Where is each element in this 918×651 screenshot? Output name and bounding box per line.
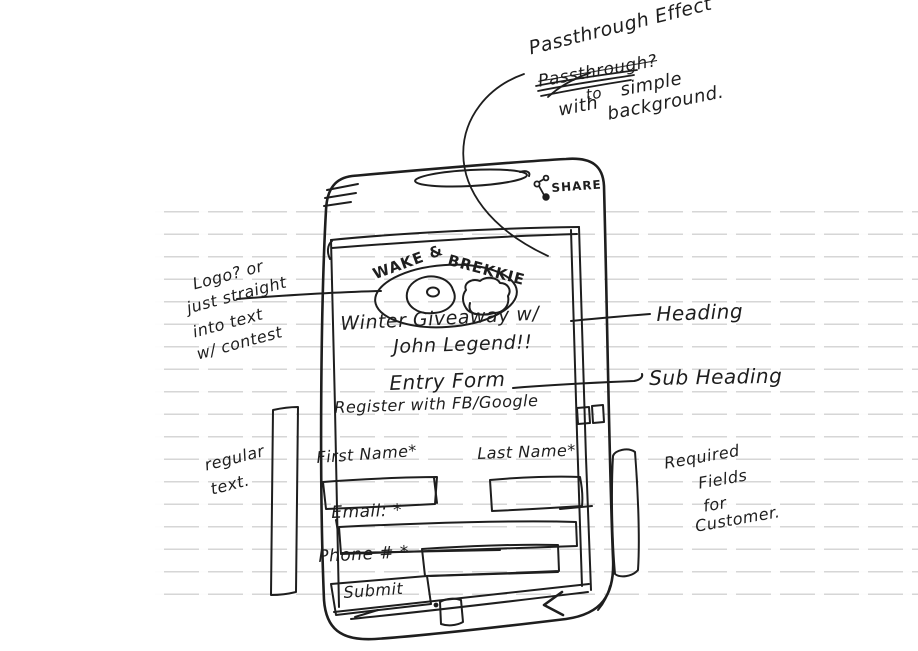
submit-button-box[interactable] [330, 575, 439, 616]
email-input-box[interactable] [335, 519, 578, 555]
nav-back-icon[interactable] [542, 590, 565, 617]
leader-passthrough-arc [462, 73, 549, 257]
first-name-input-box[interactable] [322, 476, 438, 510]
share-icon[interactable] [533, 174, 550, 201]
phone-input-box[interactable] [421, 543, 560, 577]
phone-body-outline [319, 157, 615, 641]
side-button-right[interactable] [610, 448, 640, 578]
nav-recents-icon[interactable] [354, 609, 379, 618]
fried-egg-icon [405, 275, 456, 315]
nav-home-icon[interactable] [439, 597, 464, 627]
leader-heading [570, 313, 651, 322]
screen-frame [326, 226, 592, 620]
ruled-paper-lines [155, 190, 918, 612]
speaker-grille-lines [323, 183, 359, 207]
leader-logo-note [236, 290, 382, 300]
last-name-input-box[interactable] [489, 475, 593, 512]
logo-plate-drawing [374, 263, 518, 329]
leader-subheading [512, 373, 644, 389]
speaker-slot [414, 168, 531, 188]
side-button-left[interactable] [270, 406, 299, 596]
toast-icon [462, 276, 511, 316]
social-login-placeholders[interactable] [576, 404, 605, 425]
